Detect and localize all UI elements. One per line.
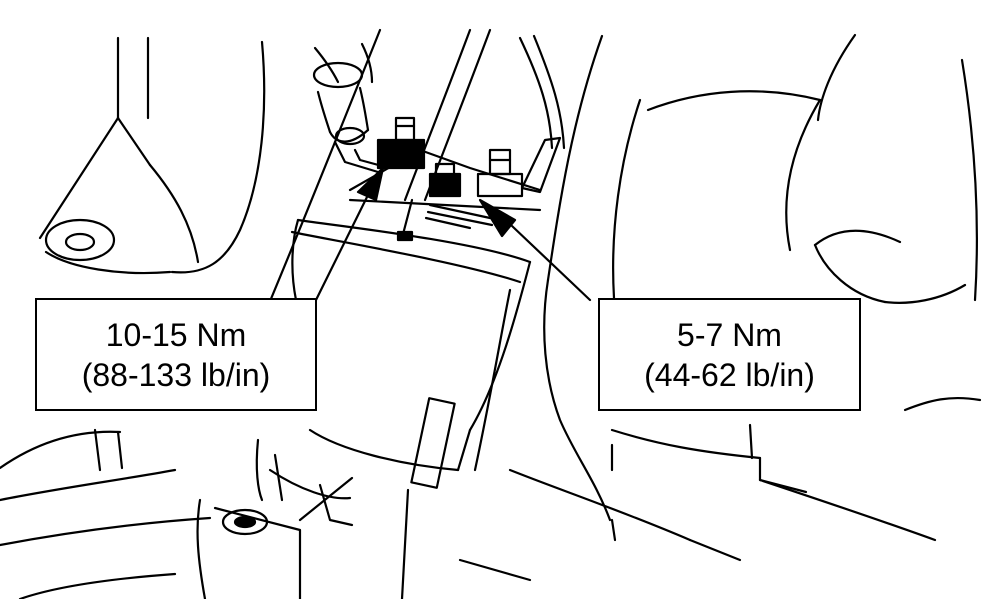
torque-callout-right-metric: 5-7 Nm [677,316,782,353]
torque-arrow-right [478,198,592,302]
torque-callout-left: 10-15 Nm (88-133 lb/in) [35,298,317,411]
solenoid-body [290,218,532,599]
starter-housing [196,438,354,599]
solenoid-terminals [348,116,542,242]
torque-callout-right: 5-7 Nm (44-62 lb/in) [598,298,861,411]
torque-callout-left-imperial: (88-133 lb/in) [81,356,271,393]
body-contour-left [0,40,266,599]
frame-crossmember [256,28,492,332]
frame-rail-left [38,36,200,275]
torque-callout-right-imperial: (44-62 lb/in) [644,356,815,393]
torque-callout-left-metric: 10-15 Nm [105,316,247,353]
torque-arrow-left [314,166,385,302]
body-contour-right [458,33,982,582]
small-wire [518,34,566,194]
